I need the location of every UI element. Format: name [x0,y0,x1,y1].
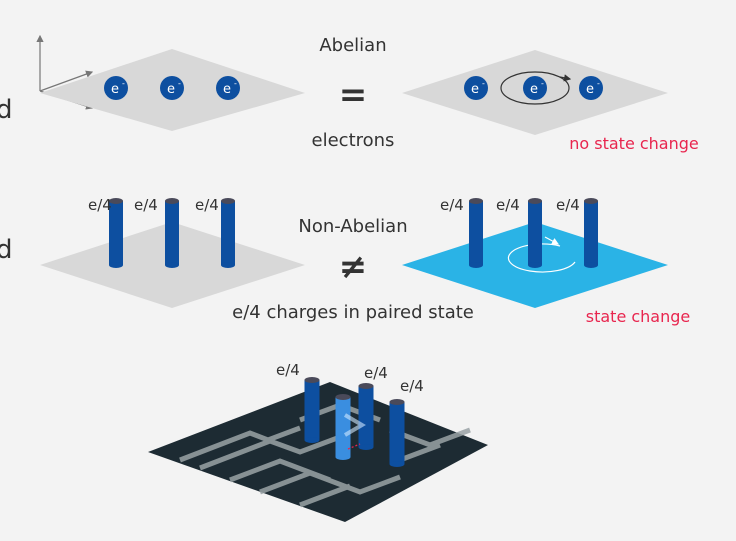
electron: e- [579,76,603,100]
exchange-orbit-icon [500,71,570,105]
charge-column [335,394,351,460]
charge-label: e/4 [400,377,424,395]
abelian-caption: electrons [312,130,395,151]
electron: e- [464,76,488,100]
electrons-before: e-e-e- [104,76,240,100]
charge-column: e/4 [358,364,388,450]
quasiparticle-columns: e/4 e/4 e/4 e/4 e/4 e/4 [88,196,598,268]
state-change-label: state change [586,307,691,326]
electron: e- [523,76,547,100]
electron-charge: - [234,79,237,88]
charge-column: e/4 [88,196,123,268]
charge-label: e/4 [134,196,158,214]
charge-column: e/4 [496,196,542,268]
electron: e- [216,76,240,100]
electron-label: e [167,82,175,97]
electron-charge: - [597,79,600,88]
charge-label: e/4 [556,196,580,214]
no-state-change-label: no state change [569,134,699,153]
cut-off-text: d [0,95,13,125]
orbit-arrow-icon [559,74,572,82]
charge-label: e/4 [440,196,464,214]
charge-column: e/4 [440,196,483,268]
charge-column: e/4 [556,196,598,268]
not-equal-sign: ≠ [339,247,368,287]
cut-off-text: d [0,235,13,265]
charge-label: e/4 [364,364,388,382]
electron-label: e [586,82,594,97]
device-columns: e/4 e/4 e/4 [276,361,424,467]
equals-sign: = [339,75,368,115]
exchange-path-icon [343,413,366,437]
charge-column: e/4 [389,377,424,467]
braiding-arrow-icon [544,236,560,245]
electron-charge: - [541,79,544,88]
electron-charge: - [482,79,485,88]
non-abelian-caption: e/4 charges in paired state [232,302,474,323]
abelian-title: Abelian [319,35,386,56]
charge-column: e/4 [195,196,235,268]
non-abelian-title: Non-Abelian [298,216,407,237]
electron-charge: - [122,79,125,88]
electron-label: e [223,82,231,97]
electron-label: e [111,82,119,97]
electron-label: e [471,82,479,97]
electron-label: e [530,82,538,97]
charge-column: e/4 [276,361,320,443]
charge-label: e/4 [88,196,112,214]
electrons-after: e-e-e- [464,76,603,100]
electron: e- [160,76,184,100]
charge-column: e/4 [134,196,179,268]
electron-charge: - [178,79,181,88]
electron: e- [104,76,128,100]
charge-label: e/4 [195,196,219,214]
charge-label: e/4 [276,361,300,379]
charge-label: e/4 [496,196,520,214]
